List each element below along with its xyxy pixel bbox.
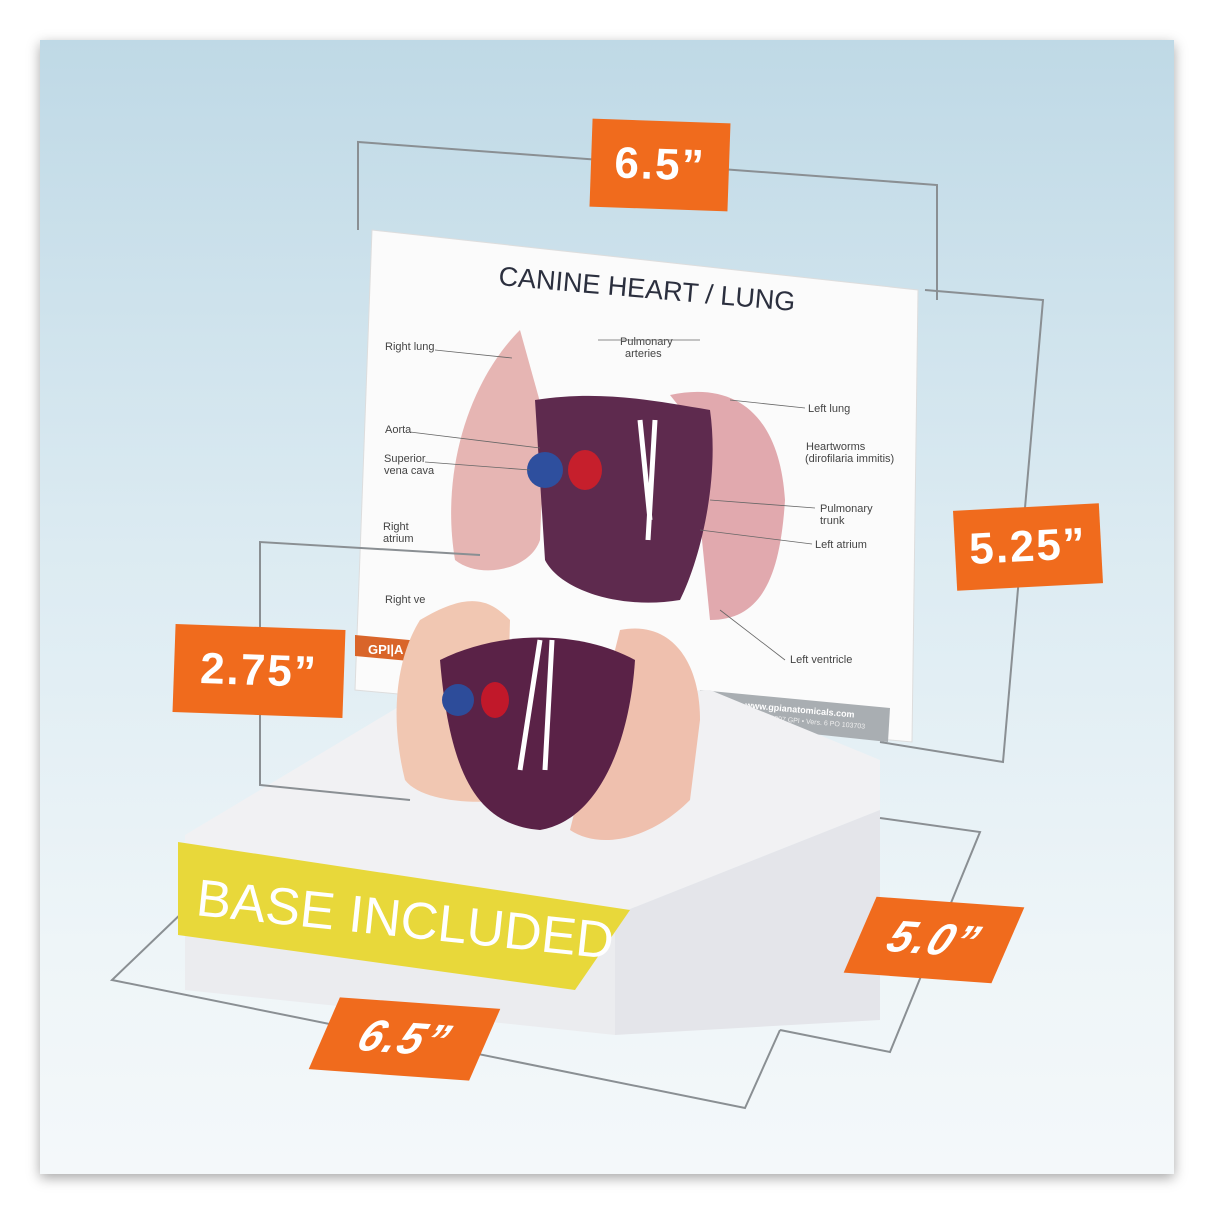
card-label: atrium bbox=[383, 533, 414, 545]
card-label: (dirofilaria immitis) bbox=[805, 453, 894, 465]
card-label: vena cava bbox=[384, 465, 435, 477]
card-label: Left lung bbox=[808, 403, 850, 415]
illustration-shape bbox=[434, 349, 513, 359]
card-label: Left atrium bbox=[815, 539, 867, 551]
card-label: Right ve bbox=[385, 594, 425, 606]
brand-strip bbox=[355, 635, 420, 662]
card-label: Right bbox=[383, 521, 409, 533]
dim-label-model-height: 2.75” bbox=[172, 624, 346, 718]
card-label: Aorta bbox=[385, 424, 412, 436]
dim-label-card-height: 5.25” bbox=[953, 503, 1103, 591]
illustration-shape bbox=[729, 399, 806, 409]
model-left-lung bbox=[570, 628, 700, 840]
card-aorta bbox=[568, 450, 602, 490]
card-leader-lines bbox=[409, 339, 816, 661]
card-label: Superior bbox=[384, 453, 426, 465]
card-labels: Right lung Pulmonary arteries Left lung … bbox=[383, 336, 894, 666]
card-label: trunk bbox=[820, 515, 845, 527]
card-label: Left ventricle bbox=[790, 654, 852, 666]
footer-strip bbox=[700, 690, 890, 742]
card-heartworms bbox=[637, 419, 658, 541]
illustration-shape bbox=[409, 431, 541, 449]
dim-label-card-width: 6.5” bbox=[589, 118, 731, 212]
illustration-shape bbox=[709, 499, 816, 509]
model-heartworms bbox=[517, 639, 555, 771]
illustration-shape bbox=[424, 461, 531, 471]
card-heart bbox=[535, 395, 713, 603]
illustration-shape bbox=[699, 529, 813, 545]
base-included-banner bbox=[178, 842, 630, 990]
illustration-shape bbox=[719, 609, 786, 661]
card-label: Pulmonary bbox=[620, 336, 673, 348]
dim-label-base-width: 6.5” bbox=[308, 997, 501, 1081]
card-vena-cava bbox=[527, 452, 563, 488]
model-aorta bbox=[481, 682, 509, 718]
card-label: arteries bbox=[625, 348, 662, 360]
model-vena-cava bbox=[442, 684, 474, 716]
brand-text: GPI|A bbox=[368, 642, 404, 657]
base-side bbox=[615, 810, 880, 1035]
card-label: Right lung bbox=[385, 341, 435, 353]
card-label: Pulmonary bbox=[820, 503, 873, 515]
card-right-lung bbox=[451, 330, 545, 571]
card-label: Heartworms bbox=[806, 441, 866, 453]
